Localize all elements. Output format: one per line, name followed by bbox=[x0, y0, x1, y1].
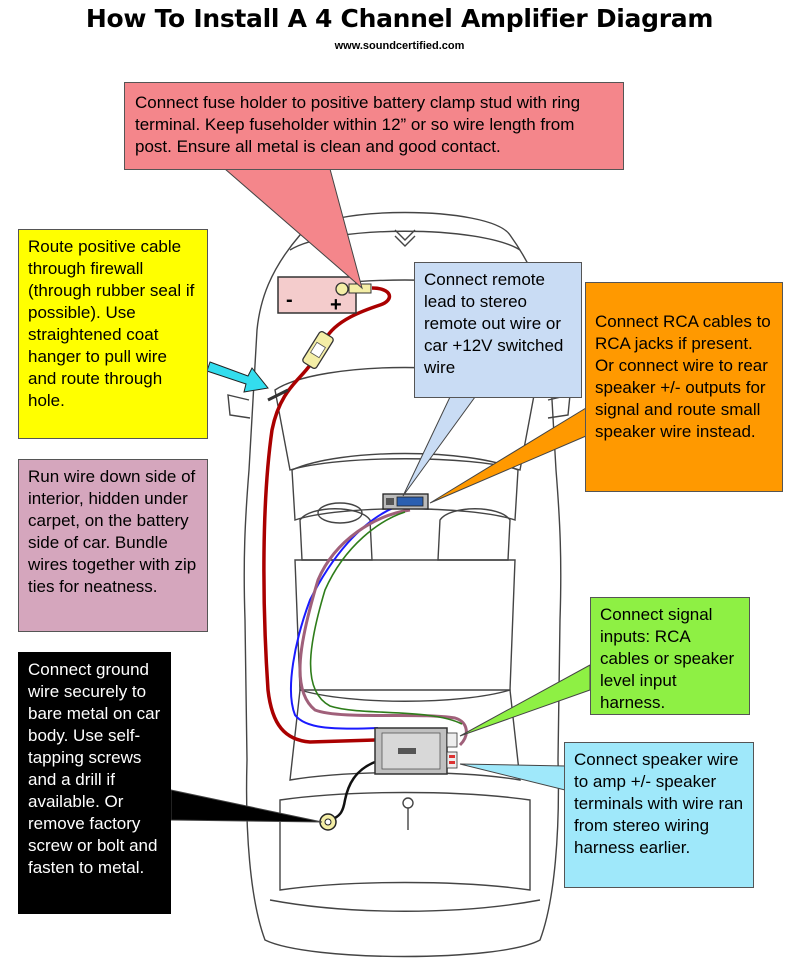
amp-input-terminals bbox=[446, 732, 458, 748]
trunk bbox=[279, 791, 531, 891]
car-body-outer bbox=[243, 211, 562, 958]
callout-pointers bbox=[170, 168, 591, 823]
firewall-arrow-icon bbox=[206, 361, 269, 393]
callout-interior-routing: Run wire down side of interior, hidden u… bbox=[18, 459, 208, 632]
signal-callout-pointer bbox=[459, 664, 591, 737]
diagram-title: How To Install A 4 Channel Amplifier Dia… bbox=[85, 4, 714, 33]
hood-vent bbox=[394, 229, 416, 247]
battery: - + bbox=[277, 276, 372, 316]
battery-minus-label: - bbox=[286, 289, 293, 311]
callout-ground-wire: Connect ground wire securely to bare met… bbox=[18, 652, 171, 914]
battery-plus-label: + bbox=[330, 294, 342, 316]
steering-wheel bbox=[317, 502, 363, 524]
callout-firewall-route: Route positive cable through firewall (t… bbox=[18, 229, 208, 439]
remote-wire bbox=[289, 504, 401, 730]
website-url: www.soundcertified.com bbox=[334, 40, 465, 52]
callout-signal-inputs: Connect signal inputs: RCA cables or spe… bbox=[590, 597, 750, 715]
amp-speaker-terminals bbox=[446, 751, 458, 769]
trunk-lock bbox=[402, 797, 414, 809]
power-wire bbox=[262, 286, 392, 744]
rca-wire bbox=[298, 508, 468, 747]
wires bbox=[262, 286, 468, 820]
ground-callout-pointer bbox=[170, 789, 323, 823]
callout-rca-cables: Connect RCA cables to RCA jacks if prese… bbox=[585, 282, 783, 492]
callout-speaker-wire: Connect speaker wire to amp +/- speaker … bbox=[564, 742, 754, 888]
fuse-holder bbox=[302, 330, 334, 370]
windshield bbox=[274, 366, 536, 471]
front-seat-left bbox=[299, 508, 373, 561]
front-seat-right bbox=[437, 508, 511, 561]
callout-remote-lead: Connect remote lead to stereo remote out… bbox=[414, 262, 582, 398]
rear-bumper bbox=[269, 899, 541, 912]
fuse-callout-pointer bbox=[223, 168, 363, 290]
car-outline bbox=[227, 211, 571, 958]
amplifier bbox=[374, 727, 458, 775]
rear-window bbox=[289, 689, 521, 781]
battery-terminal bbox=[335, 282, 349, 296]
ground-ring-terminal bbox=[319, 813, 337, 831]
dashboard bbox=[291, 452, 519, 521]
signal-wire bbox=[309, 511, 463, 725]
roof bbox=[294, 559, 516, 691]
callout-fuse-holder: Connect fuse holder to positive battery … bbox=[124, 82, 624, 170]
firewall-grommet bbox=[267, 388, 289, 402]
remote-callout-pointer bbox=[402, 396, 476, 497]
stereo-head-unit bbox=[382, 493, 429, 510]
mirror-left bbox=[227, 394, 251, 419]
ground-wire bbox=[334, 760, 376, 820]
speaker-callout-pointer bbox=[459, 763, 566, 791]
